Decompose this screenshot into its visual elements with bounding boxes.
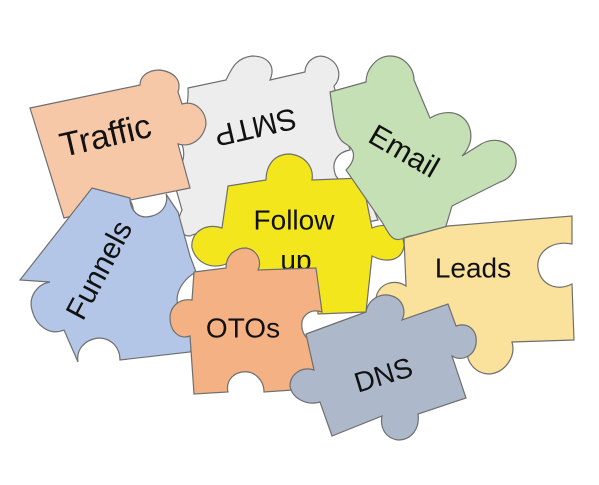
email-shape [329,55,517,248]
puzzle-piece-traffic: Traffic [29,69,207,228]
puzzle-piece-otos: OTOs [169,247,327,395]
puzzle-piece-email: Email [329,55,517,248]
otos-label: OTOs [206,312,280,343]
puzzle-piece-funnels: Funnels [18,187,211,363]
dns-shape [289,294,477,441]
leads-label: Leads [435,252,511,283]
puzzle-piece-dns: DNS [289,294,477,441]
followup-label-line1: Follow [254,204,336,235]
